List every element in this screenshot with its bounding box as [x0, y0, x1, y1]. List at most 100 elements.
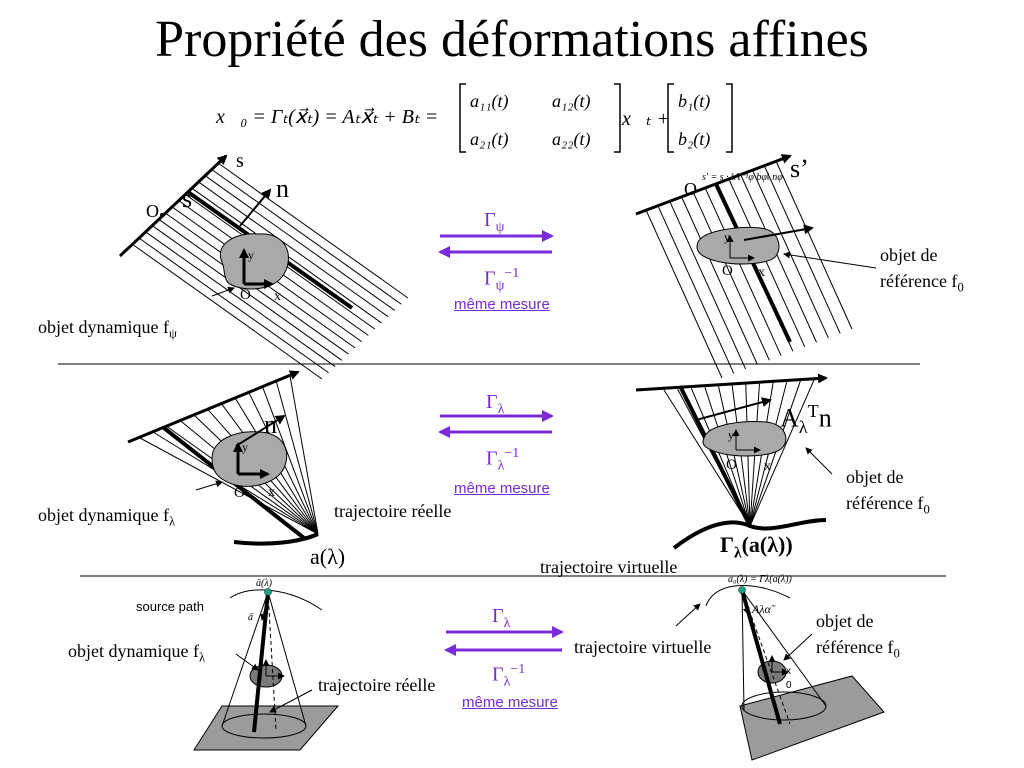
page-title: Propriété des déformations affines [155, 11, 869, 68]
transformed-normal-label: AλTn [780, 401, 832, 437]
virtual-trajectory-label-row3: trajectoire virtuelle [574, 637, 712, 657]
projection-ray [775, 160, 853, 330]
vector-b2: b₂(t) [678, 129, 711, 149]
dynamic-object-label: objet dynamique fψ [38, 317, 177, 341]
matrix-brackets [459, 83, 733, 153]
x-axis-label: x [274, 289, 281, 304]
projection-ray [663, 389, 751, 527]
s-prime-equation: s' = s · ‖A⁻¹φ bφ‖ nφ [702, 172, 783, 183]
y-axis-label-row2: y [242, 440, 248, 454]
projection-ray [704, 187, 782, 356]
origin-label: O [146, 201, 159, 221]
dynamic-object-label-row2: objet dynamique fλ [38, 505, 176, 529]
projection-ray [211, 168, 402, 305]
projection-ray [262, 387, 319, 535]
projection-ray [151, 224, 343, 361]
x-axis-right-label: x [758, 265, 765, 280]
projection-ray [144, 231, 336, 367]
gamma-psi-label: Γψ [484, 209, 505, 235]
same-measure-link-3[interactable]: même mesure [462, 694, 558, 711]
gamma-lambda-inverse-label: Γλ−1 [486, 446, 520, 474]
projection-ray [749, 380, 801, 527]
projection-ray [275, 381, 319, 535]
y-axis-label: y [248, 248, 254, 262]
projection-ray [749, 379, 815, 527]
projection-ray [217, 162, 409, 299]
zero-label-row3: 0 [786, 680, 792, 691]
projection-ray [680, 196, 758, 365]
object-origin-label-row2: O [234, 485, 245, 501]
object-origin-right-label-row2: O [726, 457, 737, 473]
object-origin-label: O [240, 287, 251, 303]
reference-object-label-row2-2: référence f0 [846, 493, 930, 517]
projection-ray [197, 181, 389, 318]
origin-right-label: O [684, 179, 697, 199]
n-label: n [276, 174, 289, 203]
x-axis-label-row2: x [268, 485, 275, 500]
detector-plane [193, 705, 340, 751]
reference-object-label-row3-1: objet de [816, 611, 874, 631]
virtual-source-equation: ā₀(λ) = Γλ(ā(λ)) [728, 574, 792, 585]
gamma-psi-inverse-label: Γψ−1 [484, 266, 520, 294]
s-axis-label: s [236, 150, 244, 172]
matrix-a11: a₁₁(t) [470, 91, 509, 111]
source-path-label: source path [136, 599, 204, 614]
y-axis-right-label: y [724, 230, 730, 244]
projection-ray [740, 174, 818, 343]
x-axis-label-row3: x [786, 666, 791, 677]
s-line-label: s [182, 184, 193, 213]
projection-ray [138, 237, 329, 374]
y-axis-right-label-row2: y [728, 428, 734, 442]
projection-ray [645, 209, 723, 379]
gamma-lambda-inverse-label-row3: Γλ−1 [492, 662, 526, 690]
transformed-direction-label: Aλα̃ [752, 602, 771, 616]
real-trajectory-label: trajectoire réelle [334, 501, 452, 521]
direction-vector-label: ā [248, 612, 253, 623]
projection-ray [728, 178, 806, 348]
vector-b1: b₁(t) [678, 91, 711, 111]
same-measure-link-2[interactable]: même mesure [454, 480, 550, 497]
matrix-a22: a₂₂(t) [552, 129, 591, 149]
row2-left-diagram [127, 370, 319, 546]
projection-ray [289, 375, 319, 535]
projection-ray [204, 175, 396, 311]
reference-object-shape [702, 421, 787, 457]
dynamic-object-shape [219, 233, 289, 290]
equation-mid: x⃗ₜ + [622, 108, 670, 130]
projection-ray [669, 200, 747, 370]
reference-object-label-row2-1: objet de [846, 467, 904, 487]
detector-plane [739, 675, 885, 761]
row2-right-diagram [635, 373, 833, 550]
source-position-label: a(λ) [310, 544, 346, 569]
object-origin-right-label: O [722, 263, 733, 279]
n-label-row2: n [264, 410, 277, 439]
source-position-top-label: ā(λ) [256, 578, 272, 589]
projection-ray [704, 387, 751, 527]
projection-ray [657, 205, 735, 374]
equation-lhs: x⃗₀ = Γₜ(x⃗ₜ) = Aₜx⃗ₜ + Bₜ = [216, 106, 439, 128]
projection-ray [131, 243, 323, 380]
reference-object-shape [696, 227, 780, 265]
reference-object-label-1: objet de [880, 245, 938, 265]
row3-right-diagram [675, 584, 885, 761]
s-prime-label: s’ [790, 154, 809, 183]
gamma-lambda-label-row3: Γλ [492, 605, 511, 631]
projection-ray [763, 165, 841, 334]
matrix-a21: a₂₁(t) [470, 129, 509, 149]
gamma-lambda-label: Γλ [486, 391, 505, 417]
row3-left-diagram [193, 588, 340, 751]
virtual-trajectory-label: trajectoire virtuelle [540, 557, 678, 577]
projection-ray [692, 191, 770, 361]
gamma-a-lambda-label: Γλ(a(λ)) [720, 532, 793, 562]
dynamic-object-label-row3: objet dynamique fλ [68, 641, 206, 665]
same-measure-link-1[interactable]: même mesure [454, 296, 550, 313]
reference-object-label-2: référence f0 [880, 271, 964, 295]
x-axis-right-label-row2: x [764, 459, 771, 474]
projection-ray [718, 386, 751, 527]
real-trajectory-label-row3: trajectoire réelle [318, 675, 436, 695]
row1-right-diagram [635, 154, 877, 379]
matrix-a12: a₁₂(t) [552, 91, 591, 111]
row1-left-diagram [118, 154, 409, 380]
reference-object-label-row3-2: référence f0 [816, 637, 900, 661]
